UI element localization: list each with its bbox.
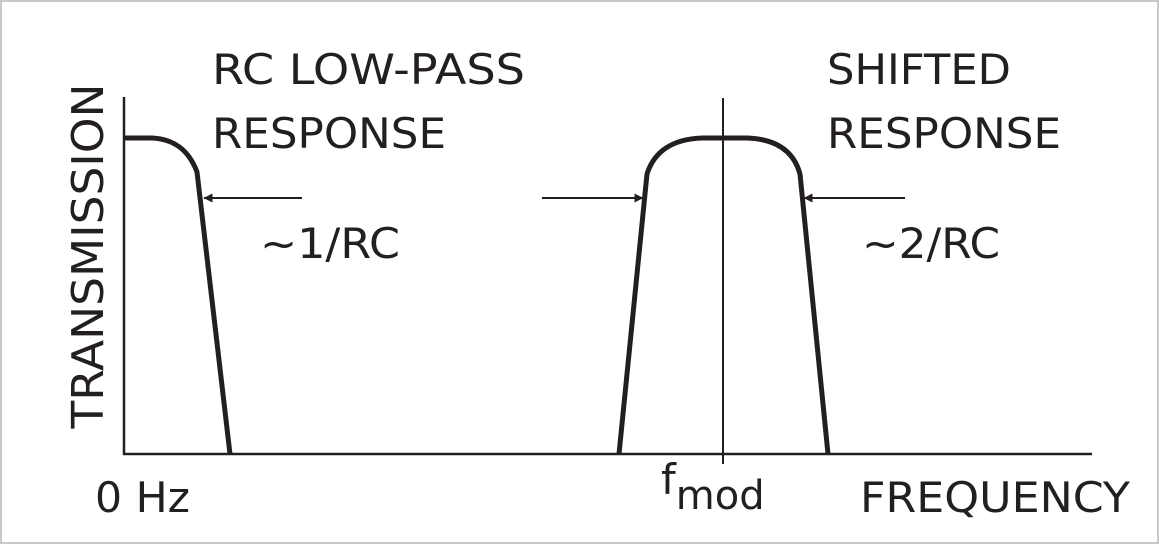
low-pass-width-label: ~1/RC	[260, 219, 400, 268]
low-pass-title-line2: RESPONSE	[212, 109, 446, 158]
x-axis-label: FREQUENCY	[860, 473, 1130, 522]
shifted-title-line1: SHIFTED	[827, 45, 1011, 94]
shifted-response-curve	[616, 135, 831, 455]
y-axis-label: TRANSMISSION	[63, 83, 114, 429]
low-pass-title-line1: RC LOW-PASS	[212, 45, 525, 94]
origin-label: 0 Hz	[95, 473, 190, 522]
fmod-label: fmod	[661, 455, 765, 519]
shifted-width-label: ~2/RC	[862, 219, 1000, 268]
fmod-label-base: f	[661, 455, 677, 504]
shifted-title-line2: RESPONSE	[827, 109, 1061, 158]
fmod-label-subscript: mod	[676, 473, 765, 519]
low-pass-response-curve	[124, 135, 233, 455]
